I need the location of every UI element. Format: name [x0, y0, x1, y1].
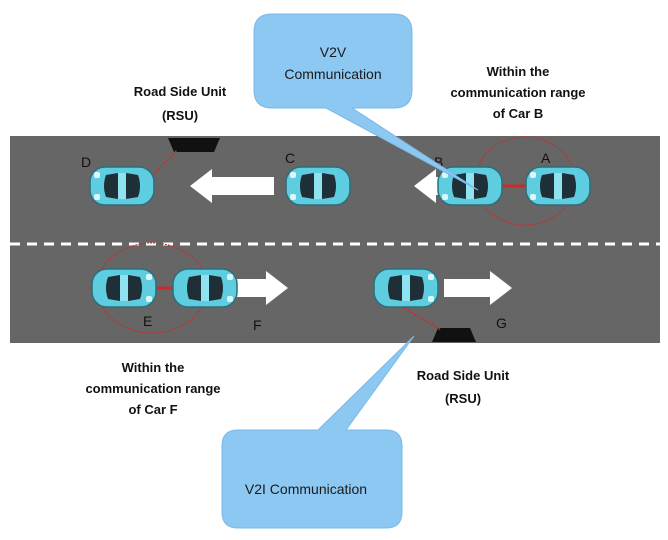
car-label-b: B — [434, 154, 443, 170]
link-g-rsu — [403, 307, 442, 331]
v2v-label-line1: V2V — [320, 44, 347, 60]
car-e — [91, 268, 157, 308]
car-c — [285, 166, 351, 206]
v2v-label-line2: Communication — [284, 66, 381, 82]
car-f — [172, 268, 238, 308]
v2v-bubble — [253, 13, 479, 191]
car-label-d: D — [81, 154, 91, 170]
rsu-top-label-line1: Road Side Unit — [134, 84, 227, 99]
car-label-e: E — [143, 313, 152, 329]
link-d-rsu — [149, 149, 178, 179]
rsu-bottom-device — [432, 328, 476, 342]
car-g — [373, 268, 439, 308]
v2i-label: V2I Communication — [245, 481, 367, 497]
car-label-c: C — [285, 150, 295, 166]
range-f-line1: Within the — [122, 360, 185, 375]
car-d — [89, 166, 155, 206]
rsu-top-label-line2: (RSU) — [162, 108, 198, 123]
range-f-line2: communication range — [85, 381, 220, 396]
rsu-bottom-label-line2: (RSU) — [445, 391, 481, 406]
range-b-line2: communication range — [450, 85, 585, 100]
v2i-bubble — [221, 335, 415, 529]
car-a — [525, 166, 591, 206]
range-b-line1: Within the — [487, 64, 550, 79]
rsu-top-device — [168, 138, 220, 152]
car-label-g: G — [496, 315, 507, 331]
rsu-bottom-label-line1: Road Side Unit — [417, 368, 510, 383]
range-f-line3: of Car F — [128, 402, 177, 417]
range-b-line3: of Car B — [493, 106, 544, 121]
car-label-f: F — [253, 317, 262, 333]
car-label-a: A — [541, 150, 551, 166]
